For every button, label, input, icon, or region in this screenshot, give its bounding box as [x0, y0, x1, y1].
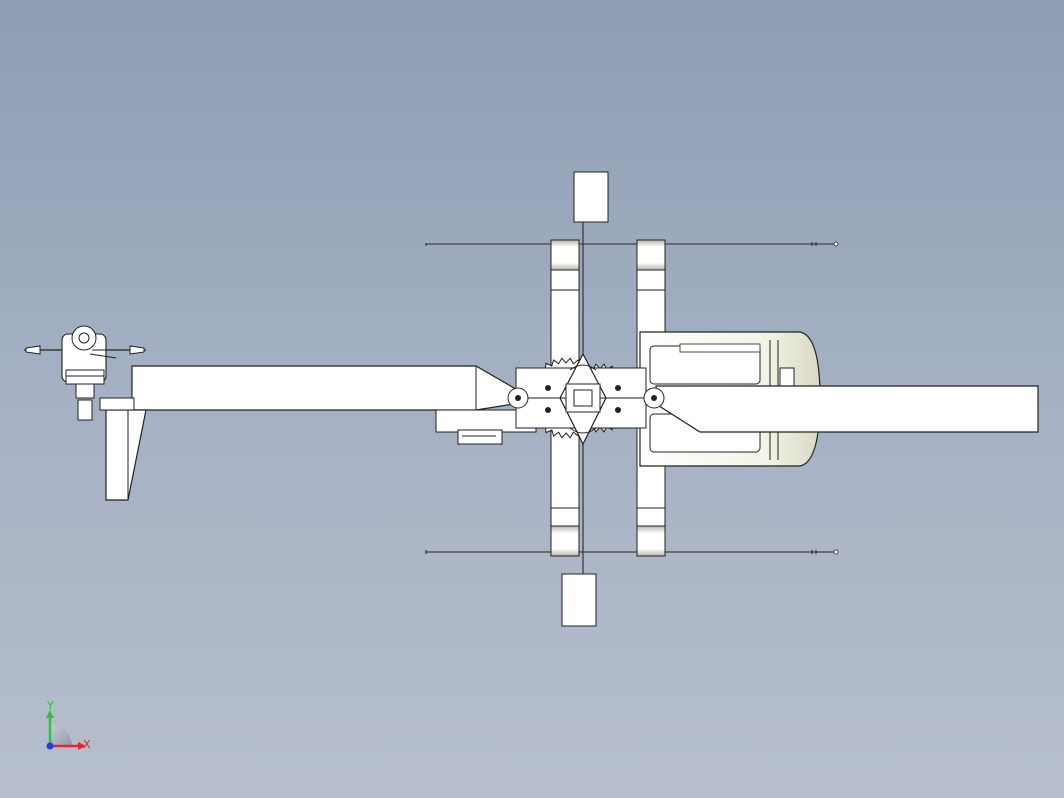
rotor-head[interactable]	[507, 352, 665, 446]
tail-boom[interactable]	[131, 365, 515, 411]
main-rotor-blade-bottom[interactable]	[561, 440, 597, 627]
coordinate-triad: X Y	[46, 699, 91, 751]
tail-rotor-assembly[interactable]	[24, 325, 146, 421]
main-blade-right[interactable]	[655, 385, 1039, 433]
main-rotor-blade-top[interactable]	[573, 171, 609, 364]
tail-fin[interactable]	[99, 397, 147, 501]
skid-cross-tube-bottom[interactable]	[425, 549, 839, 555]
frame-side[interactable]	[435, 409, 537, 445]
skid-strut-right[interactable]	[636, 239, 666, 557]
skid-cross-tube-top[interactable]	[425, 241, 839, 247]
y-axis-label: Y	[46, 699, 54, 712]
x-axis-label: X	[83, 738, 91, 751]
